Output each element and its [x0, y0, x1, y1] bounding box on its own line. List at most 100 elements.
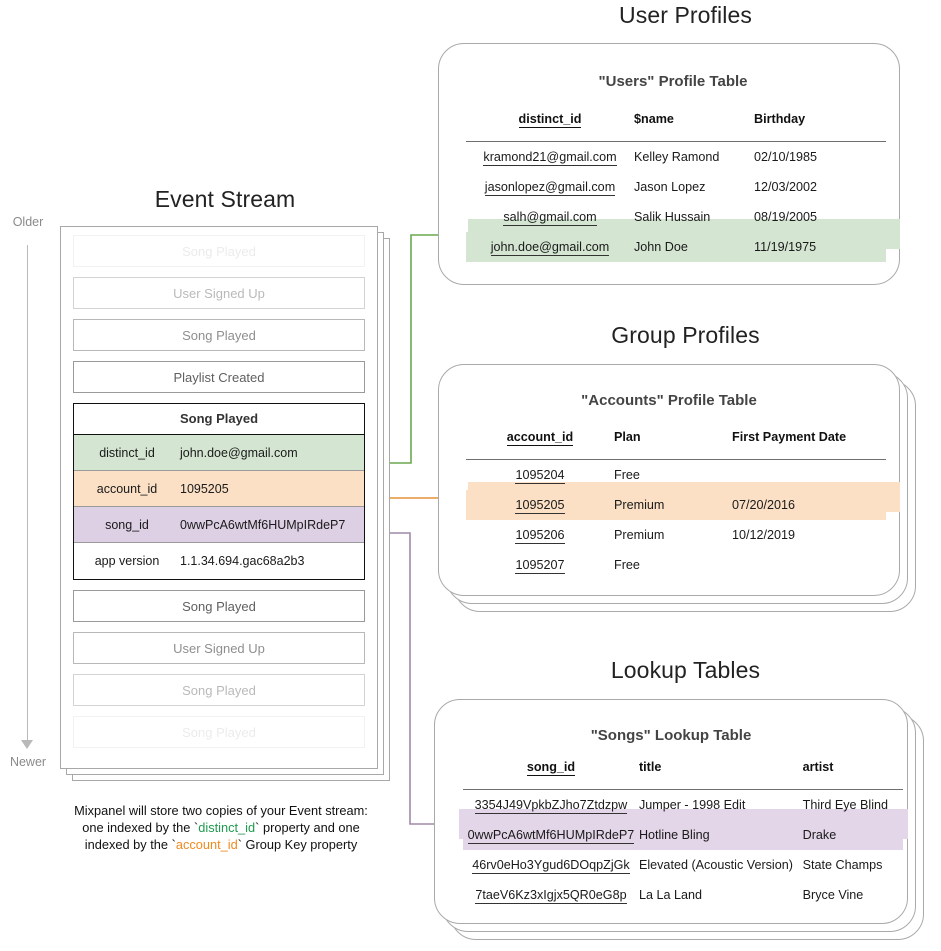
- table-cell: Jason Lopez: [634, 180, 706, 194]
- event-pill[interactable]: Song Played: [73, 319, 365, 351]
- timeline-axis: Older Newer: [0, 215, 62, 785]
- event-property-value: 0wwPcA6wtMf6HUMpIRdeP7: [180, 517, 346, 532]
- table-cell: Premium: [614, 528, 665, 542]
- group-profiles-card-front: [438, 364, 900, 596]
- accounts-table-title: "Accounts" Profile Table: [581, 392, 757, 409]
- column-header: $name: [634, 112, 674, 126]
- event-property-row: app version 1.1.34.694.gac68a2b3: [74, 543, 364, 579]
- caption-token-distinct-id: distinct_id: [198, 820, 256, 835]
- table-cell: Salik Hussain: [634, 210, 711, 224]
- table-cell: 12/03/2002: [754, 180, 818, 194]
- event-pill[interactable]: Song Played: [73, 716, 365, 748]
- table-cell: 07/20/2016: [732, 490, 886, 520]
- table-cell: Bryce Vine: [802, 888, 864, 902]
- table-row: jasonlopez@gmail.com Jason Lopez 12/03/200…: [466, 172, 886, 202]
- caption-line-2b: ` property and one: [255, 820, 360, 835]
- caption-line-3b: ` Group Key property: [237, 837, 358, 852]
- table-cell: Hotline Bling: [638, 820, 803, 850]
- table-row: 46rv0eHo3Ygud6DOqpZjGk Elevated (Acoustic…: [463, 850, 903, 880]
- event-stream-section-title: Event Stream: [154, 186, 296, 212]
- table-row: 1095204 Free: [466, 460, 886, 491]
- event-property-key: account_id: [96, 481, 158, 496]
- table-cell: [732, 460, 886, 491]
- event-property-value: 1095205: [180, 481, 229, 496]
- table-row: 3354J49VpkbZJho7Ztdzpw Jumper - 1998 Edit…: [463, 790, 903, 821]
- caption-line-2a: one indexed by the `: [82, 820, 199, 835]
- event-property-key: song_id: [105, 517, 149, 532]
- table-row: 7taeV6Kz3xIgjx5QR0eG8p La La Land Bryce Vi…: [463, 880, 903, 910]
- timeline-arrow-icon: [21, 740, 33, 749]
- event-pill[interactable]: Song Played: [73, 235, 365, 267]
- table-cell: Premium: [614, 490, 732, 520]
- caption-line-1: Mixpanel will store two copies of your E…: [74, 803, 368, 818]
- table-cell: 10/12/2019: [732, 528, 796, 542]
- table-cell-key: jasonlopez@gmail.com: [484, 180, 616, 196]
- table-cell: John Doe: [634, 232, 754, 262]
- table-cell-key: 7taeV6Kz3xIgjx5QR0eG8p: [475, 888, 627, 904]
- lookup-tables-card: "Songs" Lookup Table song_id title artist 3…: [434, 699, 924, 949]
- column-header: account_id: [506, 430, 574, 446]
- table-cell-key: 1095206: [515, 528, 565, 544]
- table-cell: [732, 550, 886, 580]
- songs-table-title: "Songs" Lookup Table: [590, 727, 752, 744]
- table-cell: La La Land: [638, 888, 702, 902]
- table-cell: 11/19/1975: [754, 232, 886, 262]
- table-cell-key: 3354J49VpkbZJho7Ztdzpw: [474, 798, 628, 814]
- event-stream-caption: Mixpanel will store two copies of your E…: [36, 802, 406, 853]
- event-property-row: song_id 0wwPcA6wtMf6HUMpIRdeP7: [74, 507, 364, 543]
- table-row: 1095206 Premium 10/12/2019: [466, 520, 886, 550]
- table-cell: State Champs: [802, 858, 883, 872]
- table-cell-key: 46rv0eHo3Ygud6DOqpZjGk: [472, 858, 630, 874]
- caption-token-account-id: account_id: [175, 837, 238, 852]
- lookup-tables-section-title: Lookup Tables: [610, 657, 761, 683]
- column-header: title: [638, 760, 662, 774]
- table-cell: Drake: [802, 820, 903, 850]
- table-cell: Third Eye Blind: [802, 798, 889, 812]
- expanded-event-name: Song Played: [74, 404, 364, 435]
- column-header: artist: [802, 760, 834, 774]
- table-cell-key: 1095207: [515, 558, 565, 574]
- event-property-value: john.doe@gmail.com: [180, 445, 298, 460]
- table-cell: Free: [614, 558, 640, 572]
- event-pill[interactable]: Playlist Created: [73, 361, 365, 393]
- songs-lookup-table: song_id title artist 3354J49VpkbZJho7Ztdzpw…: [463, 752, 903, 910]
- table-cell: Kelley Ramond: [634, 150, 720, 164]
- event-pill[interactable]: User Signed Up: [73, 632, 365, 664]
- event-pill[interactable]: Song Played: [73, 590, 365, 622]
- event-pill[interactable]: User Signed Up: [73, 277, 365, 309]
- table-cell: Free: [614, 468, 640, 482]
- table-cell: Elevated (Acoustic Version): [638, 858, 793, 872]
- table-cell-key: john.doe@gmail.com: [466, 232, 634, 262]
- event-property-value: 1.1.34.694.gac68a2b3: [180, 554, 305, 568]
- timeline-label-older: Older: [12, 215, 44, 229]
- table-cell: 08/19/2005: [754, 210, 818, 224]
- table-row: 1095207 Free: [466, 550, 886, 580]
- timeline-label-newer: Newer: [9, 755, 47, 769]
- table-cell-key: 0wwPcA6wtMf6HUMpIRdeP7: [463, 820, 639, 850]
- table-cell-key: 1095205: [466, 490, 614, 520]
- group-profiles-section-title: Group Profiles: [611, 322, 760, 348]
- event-pill[interactable]: Song Played: [73, 674, 365, 706]
- event-property-key: app version: [94, 554, 160, 568]
- column-header: song_id: [526, 760, 576, 776]
- table-cell-key: salh@gmail.com: [503, 210, 597, 226]
- event-property-row: account_id 1095205: [74, 471, 364, 507]
- table-cell: Jumper - 1998 Edit: [638, 798, 746, 812]
- table-cell-key: 1095204: [515, 468, 565, 484]
- table-row: salh@gmail.com Salik Hussain 08/19/2005: [466, 202, 886, 232]
- column-header: Plan: [614, 430, 641, 444]
- column-header: Birthday: [754, 112, 806, 126]
